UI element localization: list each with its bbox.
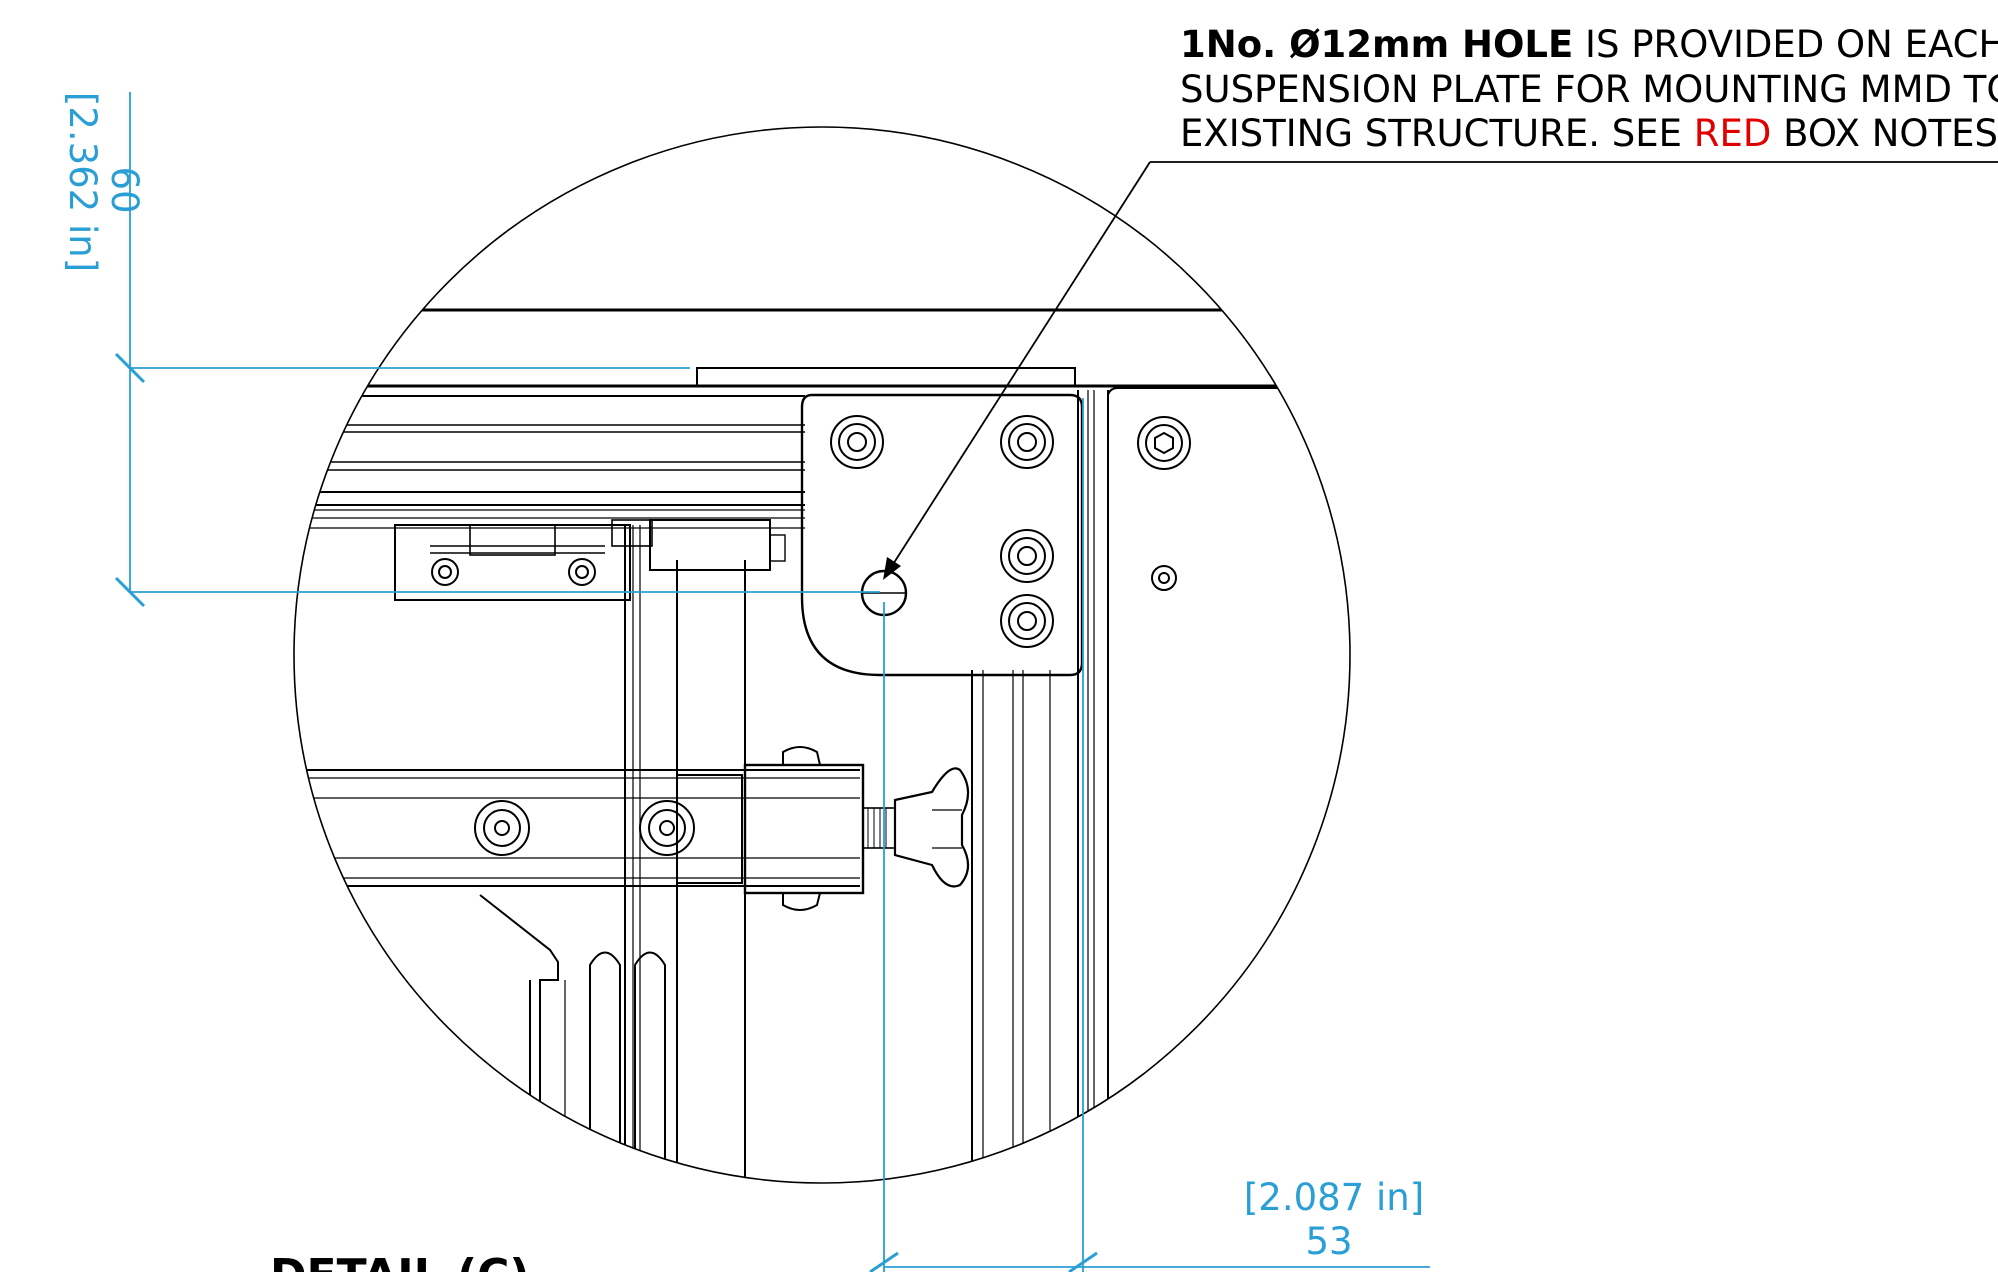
- left-bracket: [394, 519, 786, 601]
- note-line-1: 1No. Ø12mm HOLE IS PROVIDED ON EACH: [1180, 23, 1998, 66]
- right-fixings: [1137, 416, 1191, 591]
- detail-title: DETAIL (C): [270, 1250, 529, 1272]
- note-leader: [883, 161, 1998, 580]
- vertical-extrusion-center: [624, 525, 746, 1183]
- dimension-vertical: [114, 92, 880, 608]
- lower-extrusion: [294, 746, 970, 911]
- upper-extrusion: [294, 395, 805, 529]
- note-line-1-bold: 1No. Ø12mm HOLE: [1180, 23, 1573, 66]
- note-line-3-red: RED: [1694, 112, 1772, 155]
- suspension-plate: [800, 393, 1084, 677]
- note-line-3: EXISTING STRUCTURE. SEE RED BOX NOTES.: [1180, 112, 1998, 155]
- vertical-extrusion-right: [971, 387, 1350, 1183]
- dim-vertical-imperial: [2.362 in]: [61, 92, 104, 272]
- note-line-1-rest: IS PROVIDED ON EACH: [1573, 23, 1998, 66]
- dim-horizontal-imperial: [2.087 in]: [1244, 1176, 1424, 1219]
- note-line-3-pre: EXISTING STRUCTURE. SEE: [1180, 112, 1694, 155]
- note-line-2: SUSPENSION PLATE FOR MOUNTING MMD TO: [1180, 68, 1998, 111]
- dimension-horizontal: [869, 398, 1430, 1274]
- assembly-linework: [294, 308, 1350, 1183]
- lower-features: [479, 894, 666, 1183]
- dim-horizontal-metric: 53: [1305, 1220, 1352, 1263]
- dim-vertical-metric: 60: [103, 166, 146, 213]
- detail-circle: [293, 126, 1351, 1184]
- note-line-3-post: BOX NOTES.: [1771, 112, 1998, 155]
